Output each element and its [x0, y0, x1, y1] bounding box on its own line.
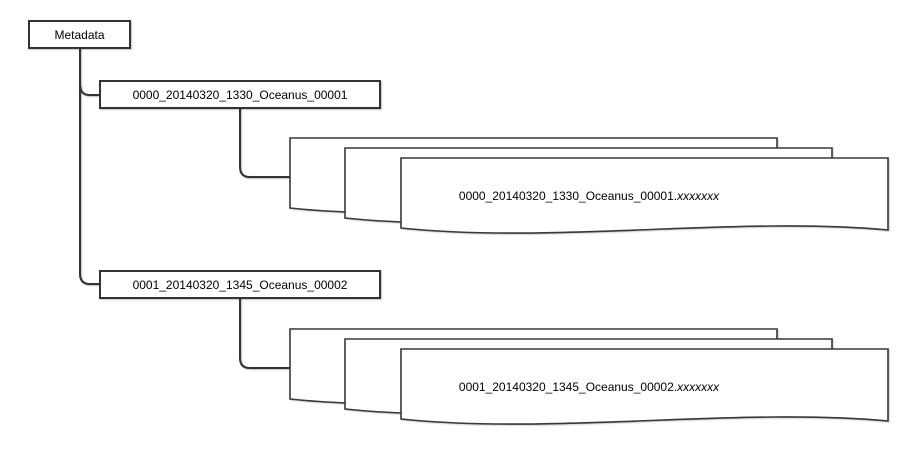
document-2-label-base: 0001_20140320_1345_Oceanus_00002. — [459, 380, 677, 394]
document-1-label: 0000_20140320_1330_Oceanus_00001.xxxxxxx — [459, 189, 720, 203]
folder-1-label: 0000_20140320_1330_Oceanus_00001 — [133, 88, 348, 102]
folder-node-1: 0000_20140320_1330_Oceanus_00001 — [99, 80, 381, 109]
connector-metadata-to-folder-1 — [79, 84, 100, 96]
folder-node-2: 0001_20140320_1345_Oceanus_00002 — [99, 270, 381, 299]
metadata-label: Metadata — [54, 28, 104, 42]
document-shape-front — [400, 348, 889, 425]
document-2-label: 0001_20140320_1345_Oceanus_00002.xxxxxxx — [459, 380, 720, 394]
connector-folder-2-to-documents — [239, 298, 290, 369]
document-2-label-extension: xxxxxxx — [676, 380, 720, 394]
folder-2-label: 0001_20140320_1345_Oceanus_00002 — [133, 278, 348, 292]
document-stack-1: 0000_20140320_1330_Oceanus_00001.xxxxxxx — [289, 137, 889, 234]
folder-1-box — [99, 80, 381, 109]
document-1-label-extension: xxxxxxx — [676, 189, 720, 203]
metadata-node: Metadata — [28, 20, 131, 49]
connector-metadata-to-folder-2 — [79, 48, 100, 285]
connector-folder-1-to-documents — [239, 108, 290, 178]
document-stack-2: 0001_20140320_1345_Oceanus_00002.xxxxxxx — [289, 328, 889, 425]
document-1-label-base: 0000_20140320_1330_Oceanus_00001. — [459, 189, 677, 203]
document-shape-front — [400, 157, 889, 234]
folder-2-box — [99, 270, 381, 299]
metadata-box — [28, 20, 131, 49]
